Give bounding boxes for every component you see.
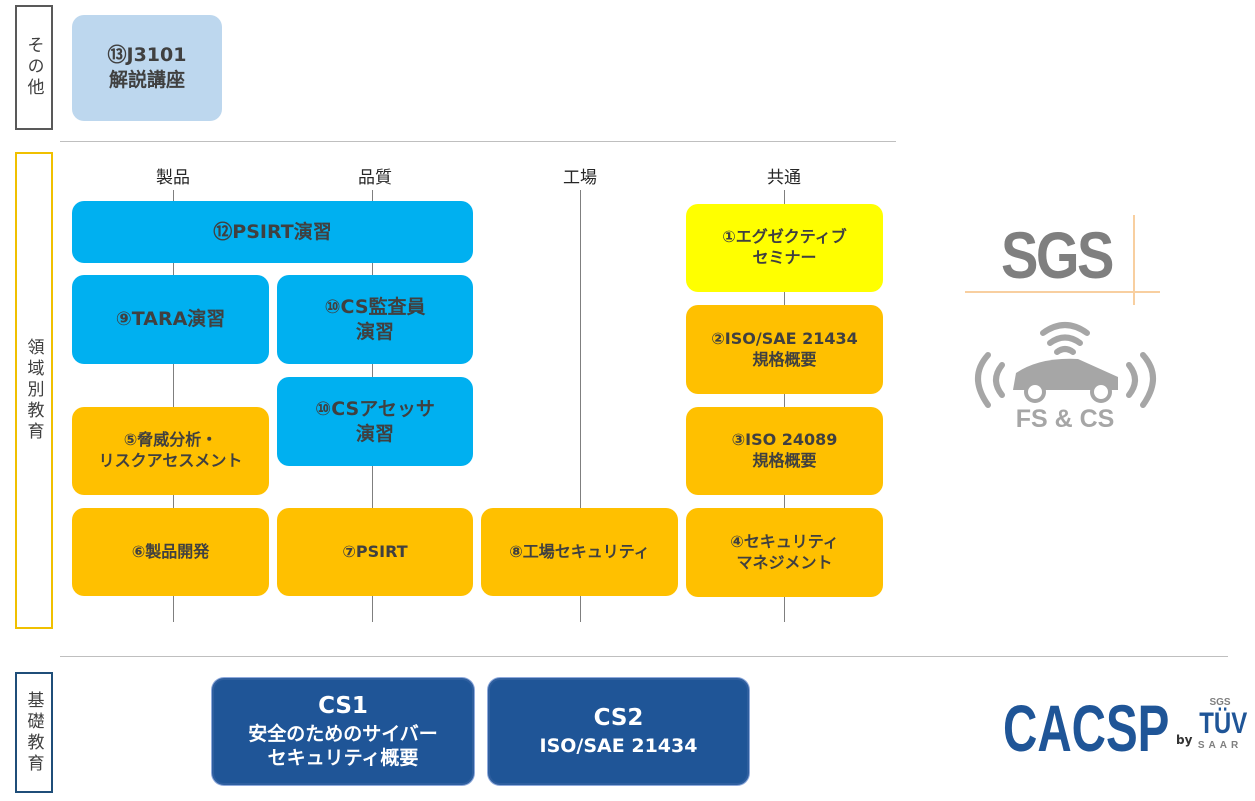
course-title: ⑫PSIRT演習: [213, 220, 332, 243]
fscs-text: FS & CS: [1016, 405, 1115, 433]
course-title: ⑤脅威分析・: [123, 430, 218, 450]
course-subtitle: マネジメント: [736, 552, 833, 572]
course-factory-security[interactable]: ⑧工場セキュリティ: [481, 508, 678, 596]
course-subtitle: ISO/SAE 21434: [539, 735, 698, 758]
course-title: ②ISO/SAE 21434: [711, 328, 858, 348]
course-title: CS1: [318, 692, 368, 719]
course-title: ⑩CS監査員: [324, 295, 426, 318]
divider: [60, 656, 1228, 657]
course-title: ①エグゼクティブ: [722, 227, 847, 247]
car-connectivity-icon: FS & CS: [975, 322, 1156, 433]
course-subtitle: セキュリティ概要: [267, 747, 419, 770]
course-title: ⑦PSIRT: [342, 541, 408, 561]
column-header: 品質: [358, 168, 392, 188]
course-subtitle: リスクアセスメント: [98, 451, 243, 470]
course-subtitle: セミナー: [752, 248, 817, 267]
label-basic: 基礎教育: [15, 672, 53, 793]
course-title: ⑩CSアセッサ: [315, 397, 435, 420]
cacsp-logo: CACSP: [1003, 693, 1169, 763]
column-line: [580, 190, 581, 622]
course-executive[interactable]: ①エグゼクティブセミナー: [686, 204, 883, 292]
by-text: by: [1176, 733, 1193, 747]
course-cs-assessor[interactable]: ⑩CSアセッサ演習: [277, 377, 473, 466]
course-subtitle: 演習: [355, 422, 394, 445]
course-subtitle: 安全のためのサイバー: [248, 722, 438, 745]
course-subtitle: 規格概要: [752, 451, 817, 470]
course-cs-auditor[interactable]: ⑩CS監査員演習: [277, 275, 473, 364]
tuv-top: SGS: [1209, 697, 1231, 708]
column-header: 工場: [563, 168, 597, 188]
tuv-bottom: SAAR: [1197, 740, 1243, 751]
course-subtitle: 規格概要: [752, 349, 817, 369]
column-header: 製品: [156, 168, 190, 188]
column-header: 共通: [767, 168, 801, 188]
course-product-dev[interactable]: ⑥製品開発: [72, 508, 269, 596]
course-cs1[interactable]: CS1 安全のためのサイバーセキュリティ概要: [212, 678, 474, 785]
column-line: [173, 190, 174, 622]
label-domain: 領域別教育: [15, 152, 53, 629]
course-tara[interactable]: ⑨TARA演習: [72, 275, 269, 364]
course-title: CS2: [593, 705, 644, 732]
course-security-management[interactable]: ④セキュリティマネジメント: [686, 508, 883, 597]
course-title: ③ISO 24089: [731, 430, 838, 450]
course-psirt-exercise[interactable]: ⑫PSIRT演習: [72, 201, 473, 263]
cacsp-text: CACSP: [1003, 691, 1170, 765]
course-subtitle: 解説講座: [108, 69, 185, 91]
divider: [60, 141, 896, 142]
tuv-logo: SGS TÜV SAAR: [1194, 697, 1248, 752]
course-title: ⑥製品開発: [131, 541, 210, 561]
course-subtitle: 演習: [355, 320, 394, 343]
sgs-logo: SGS: [965, 215, 1160, 305]
tuv-text: TÜV: [1199, 707, 1248, 740]
course-title: ④セキュリティ: [730, 531, 839, 551]
course-threat-analysis[interactable]: ⑤脅威分析・リスクアセスメント: [72, 407, 269, 495]
course-title: ⑨TARA演習: [115, 308, 226, 331]
label-other: その他: [15, 5, 53, 130]
course-title: ⑬J3101: [107, 44, 187, 67]
course-title: ⑧工場セキュリティ: [509, 541, 650, 561]
column-line: [784, 190, 785, 622]
course-psirt[interactable]: ⑦PSIRT: [277, 508, 473, 596]
